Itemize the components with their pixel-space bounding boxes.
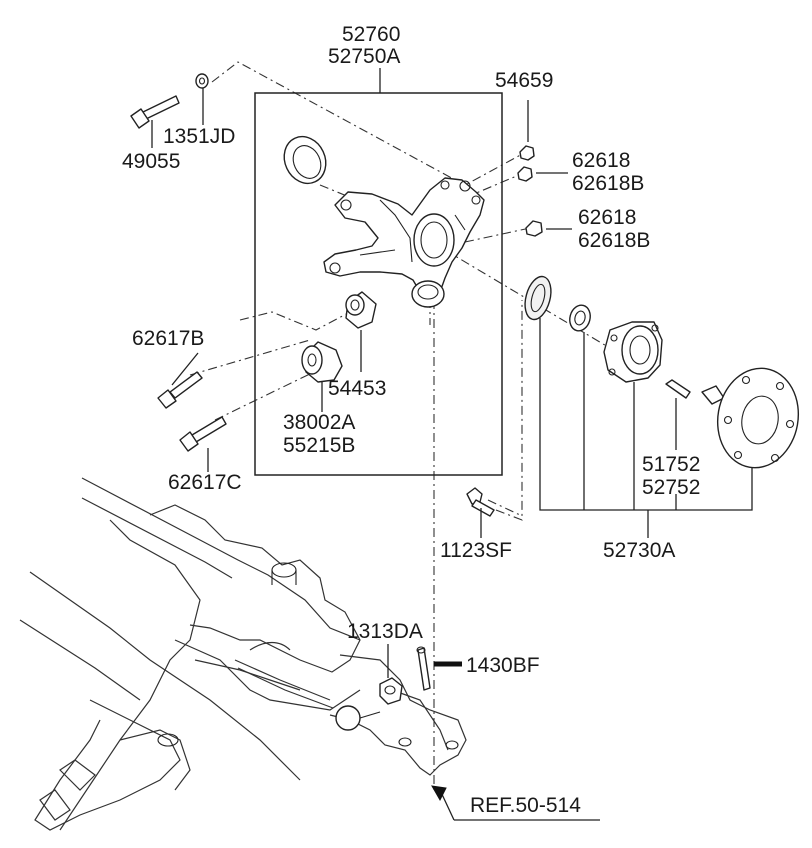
- split-pin-1430bf: [416, 646, 431, 691]
- bushing-38002a: [301, 341, 343, 383]
- label-1351jd: 1351JD: [163, 125, 235, 148]
- rear-knuckle: [323, 177, 485, 308]
- label-62618-lower: 62618: [578, 206, 636, 229]
- bushing-54453: [345, 291, 377, 329]
- label-52730a: 52730A: [603, 539, 675, 562]
- label-49055: 49055: [122, 150, 180, 173]
- hub-bearing: [603, 321, 663, 383]
- label-52750a: 52750A: [328, 45, 400, 68]
- label-55215b: 55215B: [283, 434, 355, 457]
- label-54453: 54453: [328, 377, 386, 400]
- reference-label[interactable]: REF.50-514: [470, 794, 581, 817]
- label-62618b-lower: 62618B: [578, 229, 650, 252]
- washer-1351jd: [195, 73, 209, 89]
- label-62618b-upper: 62618B: [572, 172, 644, 195]
- bolt-1123sf: [466, 487, 495, 517]
- assembly-dash-lines: [189, 61, 631, 790]
- label-51752: 51752: [642, 453, 700, 476]
- bolt-49055: [130, 95, 180, 129]
- dust-seal-ring: [283, 135, 327, 185]
- leader-lines: [151, 88, 753, 821]
- label-62617b: 62617B: [132, 327, 204, 350]
- label-1123sf: 1123SF: [440, 539, 512, 562]
- nut-62618-upper: [517, 166, 533, 182]
- hub-flange: [701, 367, 800, 469]
- castle-nut-1313da: [379, 677, 403, 705]
- label-1430bf: 1430BF: [466, 654, 540, 677]
- nut-54659: [519, 145, 535, 161]
- bolt-62617c: [179, 416, 227, 452]
- part-labels: 52760 52750A 54659 1351JD 49055 62618 62…: [122, 23, 700, 817]
- label-62617c: 62617C: [168, 471, 242, 494]
- label-52760: 52760: [342, 23, 400, 46]
- label-62618-upper: 62618: [572, 149, 630, 172]
- label-1313da: 1313DA: [347, 620, 423, 643]
- bolt-62617b: [157, 371, 203, 409]
- rear-subframe-illustration: [19, 477, 467, 831]
- knuckle-group-box: [254, 92, 503, 476]
- nut-62618-lower: [525, 220, 543, 237]
- hub-stud: [665, 379, 691, 399]
- label-38002a: 38002A: [283, 411, 355, 434]
- label-52752: 52752: [642, 476, 700, 499]
- tone-wheel: [524, 275, 552, 321]
- label-54659: 54659: [495, 69, 553, 92]
- snap-ring: [569, 304, 591, 332]
